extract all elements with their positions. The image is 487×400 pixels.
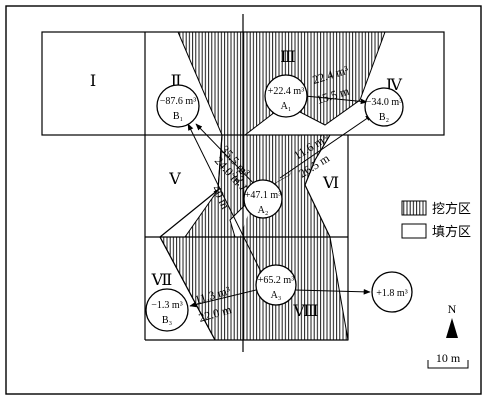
arrow-A3-B1 [187, 123, 263, 275]
zone-II-label: Ⅱ [171, 73, 182, 90]
centroid-A3: +65.2 m³ A₃ [255, 264, 297, 306]
centroid-A1-label: A₁ [281, 101, 292, 112]
centroid-B1-value: −87.6 m³ [160, 96, 196, 107]
legend-fill-swatch [401, 223, 427, 239]
centroid-export: +1.8 m³ [371, 271, 413, 313]
arrow-A2-B1 [195, 123, 261, 191]
zone-VII-label: Ⅶ [151, 272, 173, 289]
zone-VIII-label: Ⅷ [292, 303, 318, 320]
centroid-B1-label: B₁ [173, 111, 183, 122]
scale-label: 10 m [436, 351, 461, 365]
centroid-B3-label: B₃ [162, 315, 172, 326]
transfer-arrows [187, 95, 373, 308]
centroid-B1: −87.6 m³ B₁ [156, 84, 200, 128]
arrow-A1-B2 [304, 95, 368, 105]
legend-cut-label: 挖方区 [432, 201, 471, 217]
north-label: N [448, 302, 457, 316]
centroid-A3-label: A₃ [271, 290, 282, 301]
centroid-B2-label: B₂ [379, 112, 389, 123]
legend-cut-swatch [401, 200, 427, 216]
zone-VI-label: Ⅵ [322, 175, 339, 192]
centroid-B2: −34.0 m³ B₂ [364, 87, 404, 127]
centroid-A1-value: +22.4 m³ [268, 86, 304, 97]
zone-V-label: Ⅴ [168, 171, 181, 188]
centroid-A3-value: +65.2 m³ [258, 275, 294, 286]
centroid-export-value: +1.8 m³ [376, 288, 407, 299]
centroid-A1: +22.4 m³ A₁ [264, 74, 308, 118]
arrow-A2-B2 [279, 114, 373, 179]
zone-I-label: Ⅰ [90, 73, 96, 90]
centroid-B3: −1.3 m³ B₃ [145, 288, 189, 332]
centroid-A2: +47.1 m³ A₂ [243, 179, 283, 219]
cut-region-bottom [159, 236, 349, 341]
north-arrow-icon [446, 318, 458, 338]
outer-frame [5, 5, 482, 395]
zone-III-label: Ⅲ [280, 49, 295, 66]
north-arrow: N [446, 302, 458, 338]
legend-fill-label: 填方区 [432, 224, 471, 240]
centroid-B2-value: −34.0 m³ [366, 97, 402, 108]
arrow-A3-export [294, 289, 371, 295]
scale-bar: 10 m [427, 351, 469, 369]
grid-lines [41, 14, 445, 352]
centroid-A2-label: A₂ [258, 205, 269, 216]
centroid-A2-value: +47.1 m³ [245, 190, 281, 201]
legend: 挖方区 填方区 [401, 200, 471, 240]
centroid-B3-value: −1.3 m³ [151, 300, 182, 311]
arrow-A3-B3 [189, 289, 257, 308]
